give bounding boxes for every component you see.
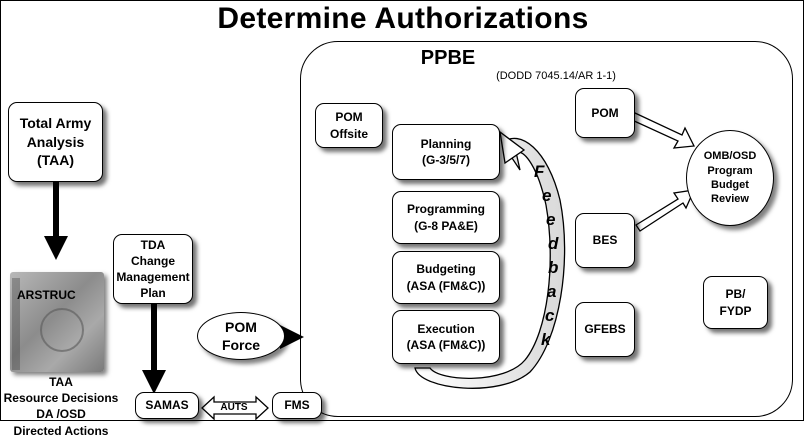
- feedback-loop: [414, 137, 566, 389]
- auts-arrow: [201, 395, 269, 421]
- ppbe-title: PPBE: [420, 47, 476, 69]
- feedback-letter: e: [542, 186, 552, 205]
- fms-box[interactable]: FMS: [272, 392, 322, 419]
- arstruc-label: ARSTRUC: [17, 288, 76, 302]
- feedback-letter: c: [545, 306, 555, 325]
- programming-box[interactable]: Programming (G-8 PA&E): [392, 191, 500, 244]
- pom-force-ellipse[interactable]: POM Force: [197, 312, 285, 360]
- arstruc-caption: TAA Resource Decisions DA /OSD Directed …: [3, 375, 119, 438]
- planning-box[interactable]: Planning (G-3/5/7): [392, 124, 500, 180]
- feedback-loop-head: [499, 130, 526, 165]
- pb-fydp-box[interactable]: PB/ FYDP: [703, 276, 768, 329]
- seal-icon: [40, 308, 84, 352]
- feedback-letter: F: [534, 162, 545, 181]
- execution-box[interactable]: Execution (ASA (FM&C)): [392, 310, 500, 364]
- diagram-frame: [0, 0, 804, 421]
- gfebs-box[interactable]: GFEBS: [575, 302, 635, 357]
- book-spine: [12, 278, 20, 370]
- ppbe-subtitle: (DODD 7045.14/AR 1-1): [496, 70, 616, 82]
- feedback-letter: b: [548, 258, 559, 277]
- feedback-letter: k: [541, 330, 551, 349]
- ppbe-container: [300, 41, 793, 417]
- connector-arrows: [44, 112, 696, 421]
- bes-omb-arrow: [635, 189, 696, 232]
- samas-box[interactable]: SAMAS: [135, 392, 199, 419]
- feedback-letter: a: [547, 282, 557, 301]
- pom-box[interactable]: POM: [575, 88, 635, 138]
- pom-omb-arrow: [631, 112, 696, 149]
- bes-box[interactable]: BES: [575, 213, 635, 268]
- taa-box[interactable]: Total Army Analysis (TAA): [8, 102, 103, 182]
- budgeting-box[interactable]: Budgeting (ASA (FM&C)): [392, 251, 500, 304]
- page-title: Determine Authorizations: [217, 2, 589, 35]
- auts-label: AUTS: [220, 402, 248, 414]
- tda-change-management-plan-box[interactable]: TDA Change Management Plan: [113, 234, 193, 304]
- feedback-letter: d: [548, 234, 559, 253]
- feedback-letter: e: [546, 210, 556, 229]
- omb-osd-review-ellipse[interactable]: OMB/OSD Program Budget Review: [686, 130, 774, 226]
- pom-offsite-box[interactable]: POM Offsite: [315, 103, 383, 148]
